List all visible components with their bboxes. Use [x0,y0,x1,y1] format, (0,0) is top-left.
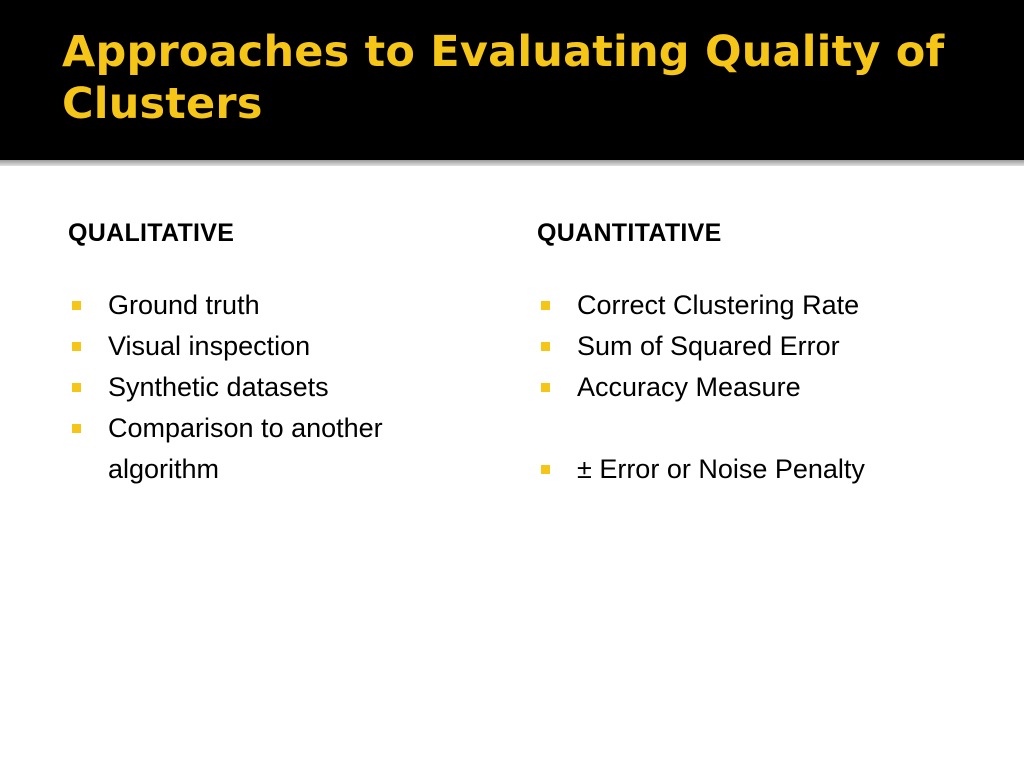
list-item: Visual inspection [68,326,508,367]
list-item-text: ± Error or Noise Penalty [577,454,865,484]
list-item: Sum of Squared Error [537,326,977,367]
title-divider [0,160,1024,166]
list-item-text: Comparison to another algorithm [108,413,383,484]
list-item-text: Synthetic datasets [108,372,329,402]
list-item: Accuracy Measure [537,367,977,408]
bullet-square-icon [72,301,81,310]
list-item-text: Correct Clustering Rate [577,290,860,320]
bullet-square-icon [541,301,550,310]
list-item: ± Error or Noise Penalty [537,449,977,490]
list-item: Comparison to another algorithm [68,408,448,490]
qualitative-list: Ground truth Visual inspection Synthetic… [68,285,508,490]
list-item-text: Accuracy Measure [577,372,801,402]
bullet-square-icon [541,342,550,351]
list-item: Ground truth [68,285,508,326]
bullet-square-icon [541,383,550,392]
bullet-square-icon [72,383,81,392]
bullet-square-icon [72,424,81,433]
quantitative-list: Correct Clustering Rate Sum of Squared E… [537,285,977,490]
list-item: Synthetic datasets [68,367,508,408]
slide-title: Approaches to Evaluating Quality of Clus… [62,27,945,129]
quantitative-column: QUANTITATIVE Correct Clustering Rate Sum… [537,214,977,490]
list-item: Correct Clustering Rate [537,285,977,326]
column-heading-quantitative: QUANTITATIVE [537,219,722,247]
column-heading-qualitative: QUALITATIVE [68,219,235,247]
bullet-square-icon [541,465,550,474]
list-item-text: Sum of Squared Error [577,331,840,361]
list-item-text: Ground truth [108,290,260,320]
qualitative-column: QUALITATIVE Ground truth Visual inspecti… [68,214,508,490]
title-bar: Approaches to Evaluating Quality of Clus… [0,0,1024,160]
bullet-square-icon [72,342,81,351]
list-item-text: Visual inspection [108,331,311,361]
